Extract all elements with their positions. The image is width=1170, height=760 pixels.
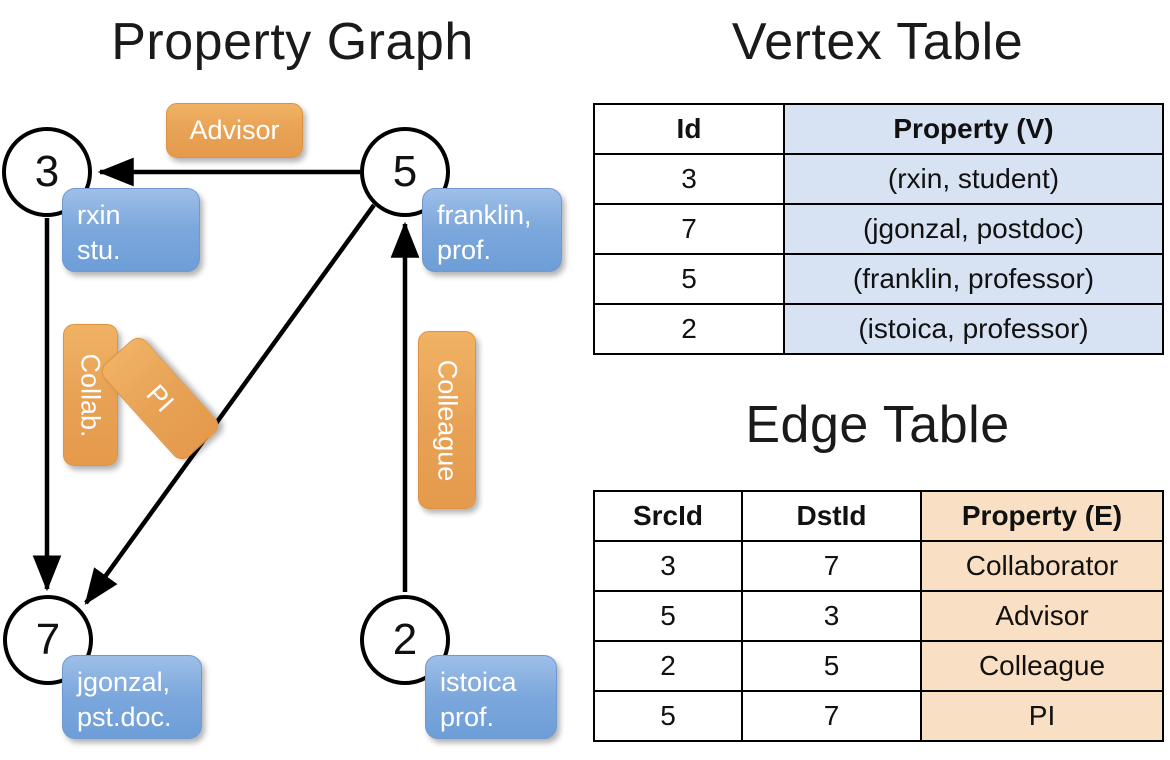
- edge-row-2-src: 2: [593, 640, 743, 692]
- vertex-callout-3[interactable]: rxin stu.: [62, 188, 200, 272]
- edge-row-1-dst: 3: [741, 590, 922, 642]
- edge-row-3-dst: 7: [741, 690, 922, 742]
- vertex-callout-7-line2: pst.doc.: [77, 701, 172, 732]
- graph-node-7-label: 7: [35, 615, 61, 664]
- table-row[interactable]: 5 3 Advisor: [593, 590, 1164, 642]
- vertex-callout-3-line1: rxin: [77, 200, 121, 230]
- table-row[interactable]: 2 5 Colleague: [593, 640, 1164, 692]
- edge-row-3-property: PI: [920, 690, 1164, 742]
- page-title-property-graph: Property Graph: [111, 13, 474, 71]
- edge-callout-collab[interactable]: Collab.: [63, 324, 118, 466]
- vertex-callout-7-line1: jgonzal,: [77, 667, 171, 697]
- vertex-callout-5-line2: prof.: [437, 234, 492, 265]
- edge-row-0-property: Collaborator: [920, 540, 1164, 592]
- edge-callout-pi-label: PI: [140, 378, 181, 418]
- edge-callout-colleague-label: Colleague: [432, 359, 463, 481]
- vertex-callout-2-line2: prof.: [440, 701, 495, 732]
- page-title-vertex-table: Vertex Table: [731, 13, 1024, 71]
- vertex-row-1-property: (jgonzal, postdoc): [783, 203, 1164, 255]
- vertex-callout-5-line1: franklin,: [437, 200, 532, 230]
- vertex-row-3-id: 2: [593, 303, 785, 355]
- graph-node-3-label: 3: [34, 147, 60, 196]
- table-row[interactable]: 5 (franklin, professor): [593, 253, 1164, 305]
- edge-row-1-property: Advisor: [920, 590, 1164, 642]
- graph-node-2[interactable]: 2: [360, 595, 450, 685]
- edge-callout-advisor[interactable]: Advisor: [166, 103, 303, 158]
- vertex-row-2-id: 5: [593, 253, 785, 305]
- vertex-callout-2[interactable]: istoica prof.: [425, 655, 557, 739]
- graph-node-2-label: 2: [392, 615, 418, 664]
- edge-line-5-to-7: [84, 203, 376, 605]
- edge-table-header-row: SrcId DstId Property (E): [593, 490, 1164, 542]
- vertex-row-0-property: (rxin, student): [783, 153, 1164, 205]
- edge-callout-advisor-label: Advisor: [189, 115, 280, 145]
- edge-row-0-dst: 7: [741, 540, 922, 592]
- edge-row-3-src: 5: [593, 690, 743, 742]
- edge-table-header-property: Property (E): [920, 490, 1164, 542]
- vertex-callout-7[interactable]: jgonzal, pst.doc.: [62, 655, 202, 739]
- vertex-table-header-row: Id Property (V): [593, 103, 1164, 155]
- table-row[interactable]: 2 (istoica, professor): [593, 303, 1164, 355]
- vertex-callout-5[interactable]: franklin, prof.: [422, 188, 562, 272]
- edge-callout-colleague[interactable]: Colleague: [418, 331, 476, 509]
- page-title-edge-table: Edge Table: [745, 396, 1010, 454]
- table-row[interactable]: 5 7 PI: [593, 690, 1164, 742]
- edge-row-2-property: Colleague: [920, 640, 1164, 692]
- vertex-callout-2-line1: istoica: [440, 667, 517, 697]
- edge-table-header-dstid: DstId: [741, 490, 922, 542]
- vertex-row-1-id: 7: [593, 203, 785, 255]
- table-row[interactable]: 7 (jgonzal, postdoc): [593, 203, 1164, 255]
- graph-node-5-label: 5: [392, 147, 418, 196]
- edge-row-2-dst: 5: [741, 640, 922, 692]
- edge-row-0-src: 3: [593, 540, 743, 592]
- vertex-table-header-property: Property (V): [783, 103, 1164, 155]
- table-row[interactable]: 3 (rxin, student): [593, 153, 1164, 205]
- edge-table: SrcId DstId Property (E) 3 7 Collaborato…: [593, 490, 1164, 742]
- graph-node-5[interactable]: 5: [360, 127, 450, 217]
- vertex-table: Id Property (V) 3 (rxin, student) 7 (jgo…: [593, 103, 1164, 355]
- property-graph-diagram: 3 5 7 2 rxin stu. franklin, prof. jgonza…: [2, 103, 562, 739]
- edge-row-1-src: 5: [593, 590, 743, 642]
- vertex-row-2-property: (franklin, professor): [783, 253, 1164, 305]
- vertex-row-0-id: 3: [593, 153, 785, 205]
- edge-callout-collab-label: Collab.: [76, 352, 107, 438]
- vertex-callout-3-line2: stu.: [77, 234, 121, 265]
- vertex-row-3-property: (istoica, professor): [783, 303, 1164, 355]
- graph-edge-lines: [32, 157, 420, 605]
- edge-table-header-srcid: SrcId: [593, 490, 743, 542]
- table-row[interactable]: 3 7 Collaborator: [593, 540, 1164, 592]
- vertex-table-header-id: Id: [593, 103, 785, 155]
